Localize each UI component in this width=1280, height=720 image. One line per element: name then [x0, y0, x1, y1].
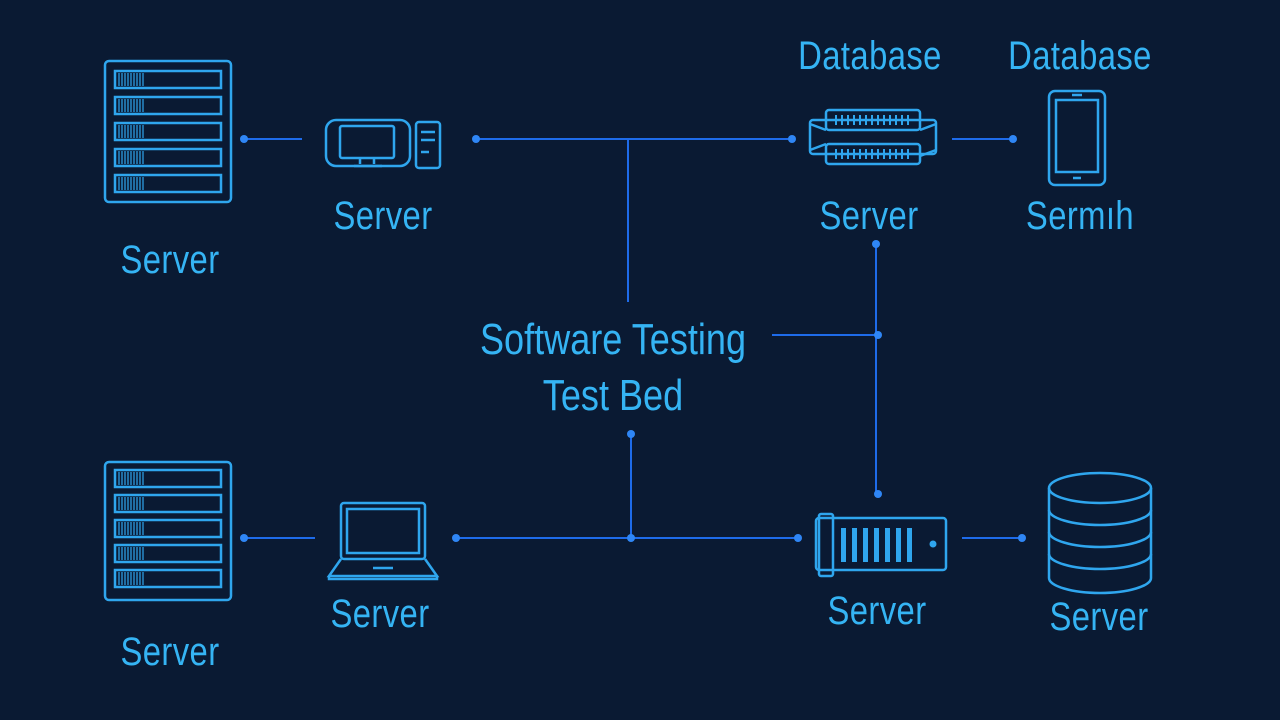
server-rack-icon [103, 59, 233, 204]
node-title: Database [1008, 34, 1152, 78]
node-title: Database [798, 34, 942, 78]
laptop-icon [326, 501, 440, 581]
smartphone-icon [1047, 89, 1107, 187]
node-label: Server [120, 630, 220, 674]
node-label: Sermıh [1025, 194, 1135, 238]
rack-server-icon [808, 108, 938, 166]
node-label: Server [1049, 595, 1149, 639]
desktop-computer-icon [324, 118, 442, 170]
server-rack-icon [103, 460, 233, 602]
center-title-line2: Test Bed [542, 371, 684, 420]
center-title-line1: Software Testing [479, 315, 747, 364]
center-title: Software Testing Test Bed [474, 312, 753, 424]
node-label: Server [333, 194, 433, 238]
node-label: Server [120, 238, 220, 282]
node-label: Server [330, 592, 430, 636]
node-label: Server [819, 194, 919, 238]
rack-server-icon [814, 512, 948, 578]
database-icon [1047, 471, 1153, 595]
node-label: Server [827, 589, 927, 633]
